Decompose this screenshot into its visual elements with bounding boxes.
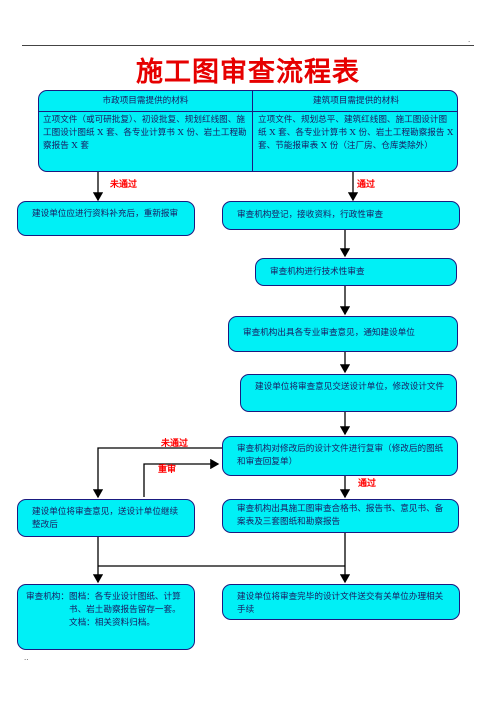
building-body: 立项文件、规划总平、建筑红线图、施工图设计图纸 X 套、各专业计算书 X 份、岩… <box>258 115 454 151</box>
step-deliver: 建设单位将审查完毕的设计文件送交有关单位办理相关手续 <box>222 584 460 620</box>
building-header: 建筑项目需提供的材料 <box>313 96 399 106</box>
step-technical-text: 审查机构进行技术性审查 <box>270 267 365 277</box>
step-rectify-text: 建设单位将审查意见，送设计单位继续整改后 <box>32 507 179 530</box>
step-recheck: 审查机构对修改后的设计文件进行复审（修改后的图纸和审查回复单） <box>222 436 458 476</box>
step-send-design-text: 建设单位将审查意见交送设计单位，修改设计文件 <box>255 382 445 392</box>
step-send-design: 建设单位将审查意见交送设计单位，修改设计文件 <box>240 374 457 412</box>
arrow-re-review <box>143 458 220 497</box>
step-archive-text: 审查机构： 图档：各专业设计图纸、计算书、岩土勘察报告留存一套。文档：相关资料归… <box>26 591 186 630</box>
step-technical: 审查机构进行技术性审查 <box>255 258 457 286</box>
step-archive-key: 审查机构： <box>26 592 69 602</box>
arrow-fail-2 <box>92 447 222 499</box>
step-deliver-text: 建设单位将审查完毕的设计文件送交有关单位办理相关手续 <box>237 592 444 615</box>
step-resubmit: 建设单位应进行资料补充后，重新报审 <box>17 201 195 236</box>
label-re-review: 重审 <box>158 465 177 475</box>
step-certificate-text: 审查机构出具施工图审查合格书、报告书、意见书、备案表及三套图纸和勘察报告 <box>237 504 444 527</box>
materials-box: 市政项目需提供的材料 立项文件（或可研批复）、初设批复、规划红线图、施工图设计图… <box>38 90 458 172</box>
header-rule <box>22 45 474 46</box>
step-register-text: 审查机构登记，接收资料，行政性审查 <box>237 210 384 220</box>
municipal-header: 市政项目需提供的材料 <box>102 96 189 106</box>
corner-dot: . <box>468 36 471 44</box>
label-pass-2: 通过 <box>358 479 377 489</box>
materials-header-rule <box>39 111 457 112</box>
building-materials: 建筑项目需提供的材料 立项文件、规划总平、建筑红线图、施工图设计图纸 X 套、各… <box>254 91 458 153</box>
municipal-materials: 市政项目需提供的材料 立项文件（或可研批复）、初设批复、规划红线图、施工图设计图… <box>39 91 252 153</box>
materials-divider <box>252 91 254 171</box>
step-archive-body: 图档：各专业设计图纸、计算书、岩土勘察报告留存一套。文档：相关资料归档。 <box>68 592 181 628</box>
label-fail-1: 未通过 <box>110 180 138 190</box>
step-resubmit-text: 建设单位应进行资料补充后，重新报审 <box>32 209 179 219</box>
municipal-body: 立项文件（或可研批复）、初设批复、规划红线图、施工图设计图纸 X 套、各专业计算… <box>43 115 247 151</box>
label-pass-1: 通过 <box>357 180 376 190</box>
label-fail-2: 未通过 <box>161 439 189 449</box>
footer-dot: .. <box>24 654 29 662</box>
step-recheck-text: 审查机构对修改后的设计文件进行复审（修改后的图纸和审查回复单） <box>237 444 444 467</box>
step-opinions: 审查机构出具各专业审查意见，通知建设单位 <box>228 316 458 352</box>
page-title: 施工图审查流程表 <box>136 57 360 88</box>
step-rectify: 建设单位将审查意见，送设计单位继续整改后 <box>17 499 195 537</box>
step-opinions-text: 审查机构出具各专业审查意见，通知建设单位 <box>243 328 415 338</box>
step-archive: 审查机构： 图档：各专业设计图纸、计算书、岩土勘察报告留存一套。文档：相关资料归… <box>17 584 195 650</box>
step-certificate: 审查机构出具施工图审查合格书、报告书、意见书、备案表及三套图纸和勘察报告 <box>222 499 459 533</box>
step-register: 审查机构登记，接收资料，行政性审查 <box>222 201 460 230</box>
